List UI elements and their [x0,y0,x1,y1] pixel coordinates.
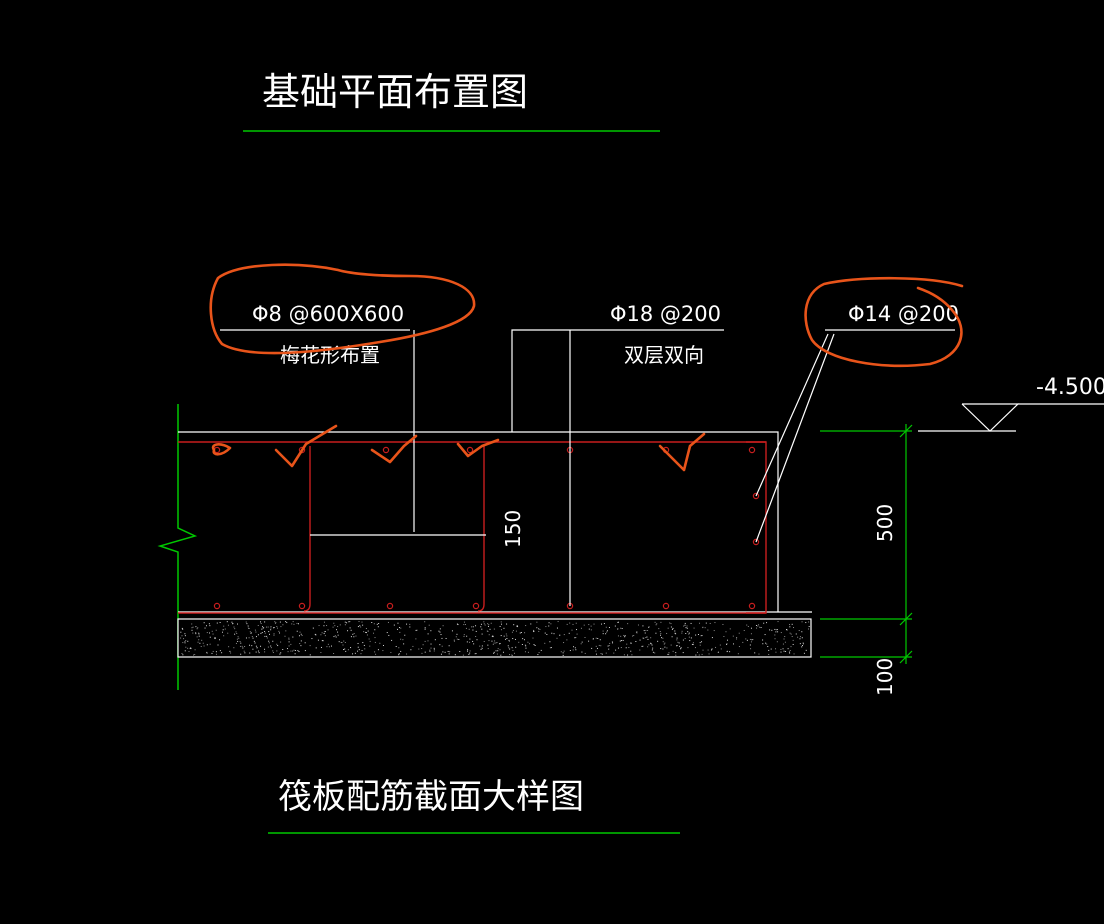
plan-title: 基础平面布置图 [262,70,528,114]
rebar-dot [466,446,474,454]
leader-lines [220,329,955,606]
dimension-100: 100 [873,658,897,696]
elevation-marker [918,403,1104,432]
slab-outline [178,431,779,612]
break-line [157,404,198,690]
elevation-label: -4.500 [1036,375,1104,400]
rebar-dot [472,602,480,610]
rebar-dots [213,446,760,610]
callout-mid-note: 双层双向 [624,343,704,367]
rebar-dot [752,492,760,500]
callout-mid-spec: Φ18 @200 [610,302,721,326]
callout-right-spec: Φ14 @200 [848,302,959,326]
rebar-dot [748,602,756,610]
rebar-dot [386,602,394,610]
rebar-dot [382,446,390,454]
markup-annotations [209,263,964,472]
rebar-dot [662,602,670,610]
rebar-dot [213,602,221,610]
section-title: 筏板配筋截面大样图 [278,777,584,817]
rebar-dot [298,602,306,610]
rebar-dot [748,446,756,454]
callout-left-note: 梅花形布置 [280,343,380,367]
callout-left-spec: Φ8 @600X600 [252,302,404,326]
dimension-150: 150 [501,510,525,548]
dimension-500: 500 [873,504,897,542]
rebar-cage [178,441,767,614]
cushion-layer [177,618,812,658]
rebar-dot [752,538,760,546]
dimension-chain [820,424,913,664]
